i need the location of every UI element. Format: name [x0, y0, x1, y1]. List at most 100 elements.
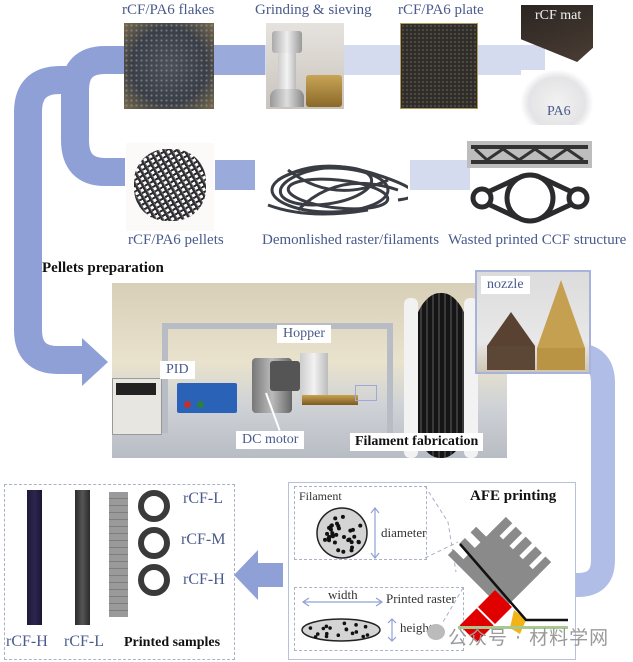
label-dc-motor: DC motor [236, 431, 305, 449]
label-rcf-mat: rCF mat [535, 8, 582, 23]
watermark-text: 公众号 · 材料学网 [448, 627, 610, 649]
photo-wasted-ring-structure [468, 170, 593, 226]
fiber-dot [313, 635, 318, 639]
middle-flow-band-2 [410, 160, 470, 190]
label-ring-rcf-l: rCF-L [183, 490, 223, 507]
fiber-dot [324, 631, 329, 636]
diameter-arrow [370, 507, 380, 559]
label-plate: rCF/PA6 plate [398, 2, 484, 18]
height-arrow [387, 618, 397, 642]
label-hopper: Hopper [277, 325, 331, 343]
label-printed-raster: Printed raster [386, 591, 456, 606]
filament-cross-section [316, 507, 368, 559]
fiber-dot [325, 531, 330, 536]
label-flakes: rCF/PA6 flakes [122, 2, 215, 18]
label-ring-rcf-h: rCF-H [183, 571, 225, 588]
ruler [109, 492, 128, 617]
photo-wasted-beam [467, 141, 592, 168]
fiber-dot [335, 521, 340, 526]
fiber-dot [361, 634, 366, 639]
label-ring-rcf-m: rCF-M [181, 531, 226, 548]
inner-loop-arrow [61, 46, 125, 186]
photo-flakes [124, 23, 214, 109]
label-pa6: PA6 [547, 104, 571, 119]
fiber-dot [340, 514, 345, 519]
ring-sample-h [138, 564, 170, 596]
raster-cross-section-box [294, 587, 464, 651]
fiber-dot [321, 626, 326, 631]
sample-bar-rcf-l [75, 490, 90, 625]
fiber-dot [349, 540, 354, 545]
wechat-icon [427, 624, 445, 640]
fiber-dot [329, 527, 334, 532]
label-diameter: diameter [381, 525, 427, 540]
fiber-dot [356, 540, 361, 545]
label-bar-rcf-h: rCF-H [6, 633, 48, 650]
label-pid: PID [160, 361, 195, 379]
fiber-dot [350, 631, 355, 636]
filament-tangle [267, 164, 408, 216]
ring-sample-l [138, 490, 170, 522]
photo-demolished-filaments [258, 150, 408, 230]
fiber-dot [336, 633, 341, 638]
photo-filament-fabrication: PID Hopper DC motor Filament fabrication [112, 283, 507, 458]
label-bar-rcf-l: rCF-L [64, 633, 104, 650]
filament-cross-section-box [294, 486, 427, 560]
raster-cross-section [301, 618, 381, 642]
fiber-dot [350, 527, 355, 532]
photo-pellets [126, 143, 214, 231]
sample-bar-rcf-h [27, 490, 42, 625]
fiber-dot [308, 626, 313, 630]
photo-plate [400, 23, 478, 109]
fiber-dot [354, 623, 358, 627]
fiber-dot [342, 621, 347, 626]
fiber-dot [334, 532, 339, 537]
fiber-dot [330, 532, 335, 537]
title-printed-samples: Printed samples [124, 635, 221, 650]
fiber-dot [333, 516, 338, 521]
width-arrow [301, 597, 384, 607]
ring-sample-m [138, 527, 170, 559]
fiber-dot [349, 548, 354, 553]
fiber-dot [365, 633, 370, 637]
photo-nozzle-inset: nozzle [475, 270, 591, 374]
middle-flow-band-1 [215, 160, 255, 190]
arrow-head-to-fabrication [82, 338, 108, 386]
fiber-dot [324, 624, 329, 629]
photo-pa6: PA6 [521, 70, 593, 125]
label-filament: Filament [299, 489, 342, 503]
fiber-dot [332, 540, 337, 545]
fiber-dot [342, 535, 347, 540]
printed-samples-panel [4, 484, 235, 660]
label-height: height [400, 620, 433, 635]
fiber-dot [344, 627, 349, 632]
fiber-dot [354, 630, 359, 634]
eye-structure [470, 172, 590, 224]
arrow-head-to-samples [234, 550, 258, 600]
label-wasted: Wasted printed CCF structure [448, 232, 627, 248]
fiber-dot [327, 535, 332, 540]
fiber-dot [315, 632, 320, 636]
label-width: width [328, 587, 358, 602]
fiber-dot [352, 534, 357, 539]
title-filament-fabrication: Filament fabrication [350, 433, 484, 451]
label-grinding: Grinding & sieving [255, 2, 372, 18]
label-nozzle: nozzle [481, 276, 530, 294]
fiber-dot [324, 634, 329, 639]
fiber-dot [328, 626, 332, 630]
fiber-dot [358, 523, 363, 528]
truss-beam [471, 145, 588, 164]
fiber-dot [363, 624, 368, 629]
samples-arrow-shaft [255, 563, 283, 587]
outer-loop-arrow [14, 66, 85, 374]
afe-nozzle-schematic [424, 485, 568, 643]
fiber-dot [346, 538, 351, 543]
fiber-dot [329, 523, 334, 528]
fiber-dot [336, 548, 341, 553]
label-demolished: Demonlished raster/filaments [262, 232, 440, 248]
title-pellets-preparation: Pellets preparation [42, 260, 164, 276]
photo-grinding-sieving [266, 23, 344, 109]
title-afe-printing: AFE printing [470, 488, 557, 504]
fiber-dot [323, 537, 328, 542]
label-pellets: rCF/PA6 pellets [128, 232, 224, 248]
